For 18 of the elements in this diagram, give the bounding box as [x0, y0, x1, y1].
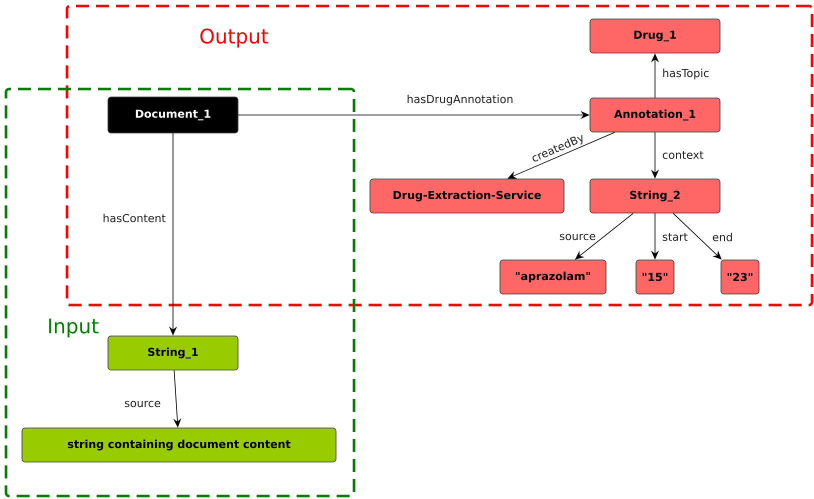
node-box: Drug-Extraction-Service: [370, 178, 564, 214]
edge-label: source: [558, 232, 597, 242]
edge-label: end: [711, 232, 734, 242]
node-box: "15": [636, 260, 674, 294]
node-box: String_1: [108, 336, 238, 370]
edge-label: hasTopic: [661, 68, 710, 80]
edge-label: hasContent: [102, 212, 167, 224]
node-box: "aprazolam": [500, 260, 606, 294]
node-box: Document_1: [108, 96, 238, 134]
node-box: "23": [720, 260, 760, 294]
edge-label: context: [661, 150, 705, 160]
edge-label: hasDrugAnnotation: [406, 94, 514, 106]
edge-label: source: [123, 400, 162, 408]
node-box: string containing document content: [22, 428, 336, 462]
edge-label: start: [661, 232, 689, 242]
node-box: Annotation_1: [590, 98, 720, 132]
node-box: Drug_1: [590, 18, 720, 54]
node-box: String_2: [590, 178, 720, 214]
